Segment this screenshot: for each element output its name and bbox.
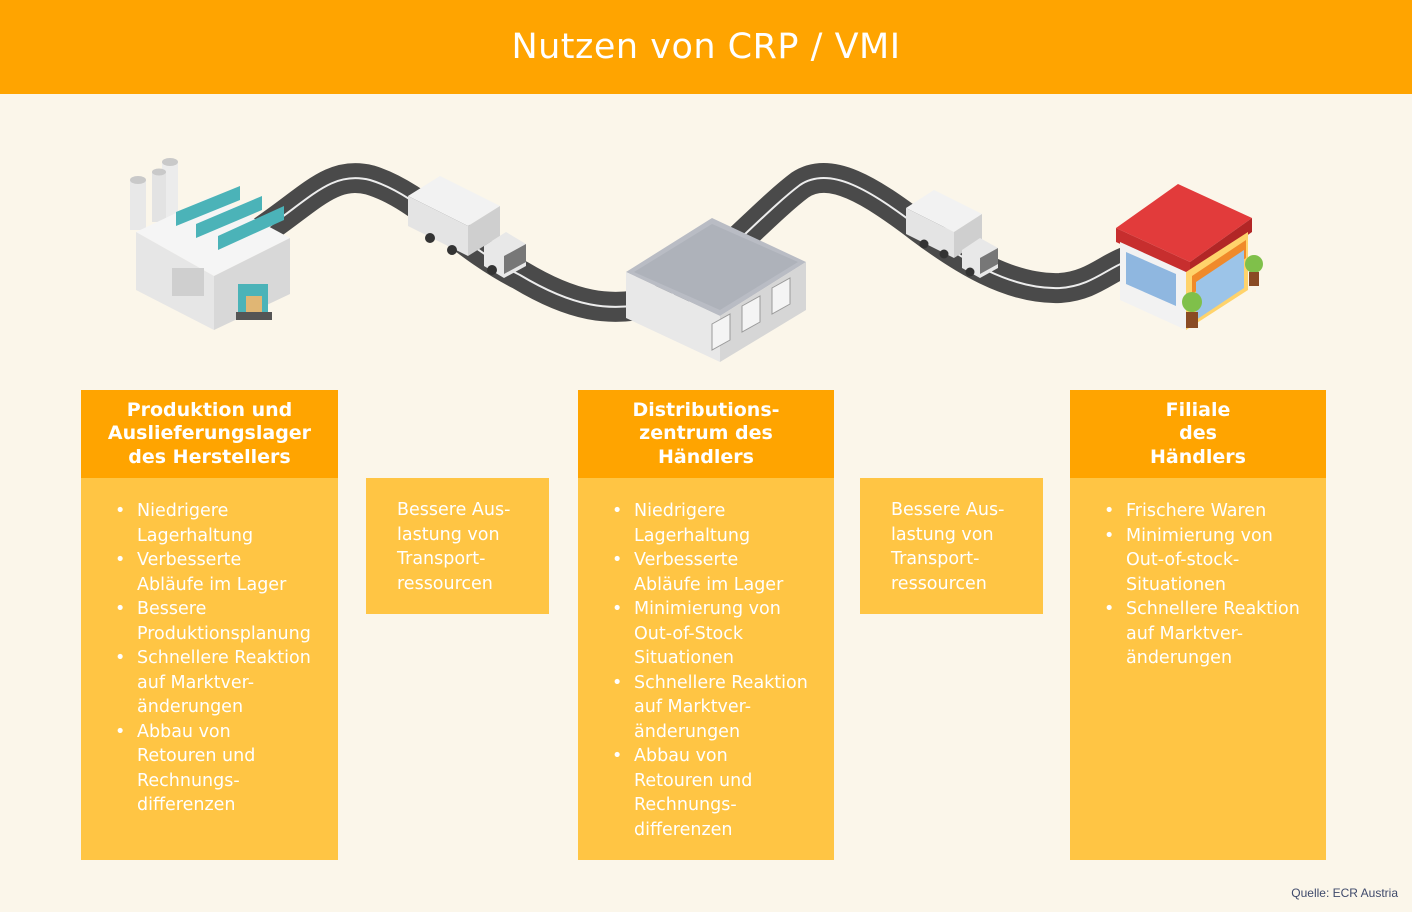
column-body-retail-store: Frischere Waren Minimierung von Out-of-s…: [1070, 478, 1326, 860]
list-item: Niedrigere Lagerhaltung: [612, 499, 822, 548]
list-item: Abbau von Retouren und Rechnungs- differ…: [115, 720, 326, 818]
list-item: Minimierung von Out-of-Stock Situationen: [612, 597, 822, 671]
heading-line: zentrum des: [639, 422, 773, 445]
heading-line: Auslieferungslager: [107, 422, 312, 445]
heading-line: Händlers: [658, 445, 754, 468]
list-item: Bessere Produktionsplanung: [115, 597, 326, 646]
factory-icon: [130, 158, 290, 330]
list-item: Niedrigere Lagerhaltung: [115, 499, 326, 548]
truck-icon: [408, 176, 526, 278]
heading-line: des Herstellers: [128, 445, 291, 468]
heading-line: Filiale: [1165, 398, 1231, 421]
heading-line: Produktion und: [126, 398, 293, 421]
column-heading-retail-store: Filiale des Händlers: [1070, 390, 1326, 478]
heading-line: Händlers: [1150, 445, 1246, 468]
list-item: Schnellere Reaktion auf Marktver- änderu…: [115, 646, 326, 720]
page-title: Nutzen von CRP / VMI: [511, 27, 901, 67]
column-heading-distribution-center: Distributions- zentrum des Händlers: [578, 390, 834, 478]
list-item: Minimierung von Out-of-stock- Situatione…: [1104, 524, 1314, 598]
transport-benefit-box: Bessere Aus- lastung von Transport- ress…: [366, 478, 549, 614]
list-item: Verbesserte Abläufe im Lager: [612, 548, 822, 597]
truck-icon: [906, 190, 998, 278]
column-body-distribution-center: Niedrigere Lagerhaltung Verbesserte Ablä…: [578, 478, 834, 860]
column-heading-manufacturer: Produktion und Auslieferungslager des He…: [81, 390, 338, 478]
list-item: Schnellere Reaktion auf Marktver- änderu…: [1104, 597, 1314, 671]
list-item: Abbau von Retouren und Rechnungs- differ…: [612, 744, 822, 842]
list-item: Verbesserte Abläufe im Lager: [115, 548, 326, 597]
list-item: Frischere Waren: [1104, 499, 1314, 524]
store-icon: [1116, 184, 1263, 330]
source-credit: Quelle: ECR Austria: [1291, 886, 1398, 900]
column-body-manufacturer: Niedrigere Lagerhaltung Verbesserte Ablä…: [81, 478, 338, 860]
heading-line: Distributions-: [632, 398, 780, 421]
heading-line: des: [1179, 422, 1217, 445]
supply-chain-illustration: [130, 158, 1263, 362]
header-bar: Nutzen von CRP / VMI: [0, 0, 1412, 94]
list-item: Schnellere Reaktion auf Marktver- änderu…: [612, 671, 822, 745]
transport-benefit-box: Bessere Aus- lastung von Transport- ress…: [860, 478, 1043, 614]
warehouse-icon: [626, 218, 806, 362]
